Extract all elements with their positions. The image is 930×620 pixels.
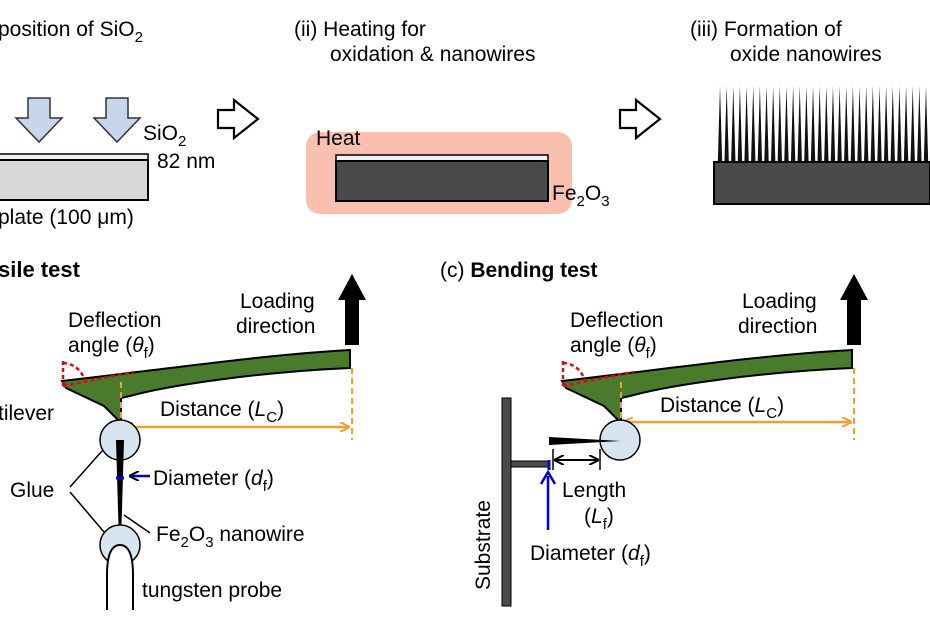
tensile-deflection-line2: angle (θf) bbox=[68, 334, 155, 362]
tensile-nanowire-upper bbox=[116, 440, 124, 510]
nanowire-spike bbox=[890, 86, 895, 162]
tensile-title: sile test bbox=[0, 257, 81, 282]
probe-label: tungsten probe bbox=[142, 579, 282, 602]
nanowire-spike bbox=[844, 86, 849, 162]
length-label-line1: Length bbox=[562, 479, 626, 502]
bending-deflection-angle-arc bbox=[562, 361, 587, 383]
nanowire-spike bbox=[784, 86, 789, 162]
bending-diameter-arrowhead bbox=[539, 469, 557, 485]
tensile-distance-label: Distance (LC) bbox=[160, 398, 284, 426]
nanowire-spike bbox=[777, 86, 783, 162]
nanowire-spike bbox=[757, 86, 763, 162]
step3-title-line1: (iii) Formation of bbox=[690, 18, 842, 41]
heat-label: Heat bbox=[316, 127, 361, 150]
nanowire-spike bbox=[804, 86, 809, 162]
sio2-label: SiO2 bbox=[143, 122, 186, 150]
step2-title-line2: oxidation & nanowires bbox=[330, 43, 535, 66]
nanowire-spike bbox=[910, 86, 915, 162]
nanowire-spike bbox=[830, 86, 836, 162]
bending-diameter-label: Diameter (df) bbox=[530, 542, 651, 570]
loading-arrow-icon bbox=[840, 274, 868, 345]
tensile-loading-line1: Loading bbox=[240, 290, 315, 313]
process-step2: (ii) Heating for oxidation & nanowires H… bbox=[294, 18, 610, 214]
fe2o3-plate bbox=[335, 160, 549, 202]
bending-glue bbox=[599, 419, 641, 461]
deflection-tangent-line bbox=[62, 370, 134, 388]
process-arrow-icon bbox=[216, 97, 260, 141]
process-arrow-icon bbox=[618, 97, 662, 141]
bending-title: (c) Bending test bbox=[440, 259, 598, 282]
process-step1: position of SiO2 SiO2 82 nm plate (100 μ… bbox=[0, 18, 215, 229]
nanowire-spike bbox=[850, 86, 856, 162]
fe-plate bbox=[0, 159, 149, 201]
bending-test-panel: (c) Bending test Loading direction Defle… bbox=[440, 259, 868, 607]
nanowire-spike bbox=[824, 86, 829, 162]
bending-loading-line1: Loading bbox=[742, 290, 817, 313]
nanowire-spike bbox=[817, 86, 822, 162]
nanowire-spike bbox=[857, 86, 862, 162]
nanowire-spike bbox=[751, 86, 756, 162]
nanowire-spike bbox=[770, 86, 776, 162]
nanowire-spike bbox=[863, 86, 869, 162]
tensile-nanowire-label: Fe2O3 nanowire bbox=[156, 523, 305, 551]
tensile-deflection-line1: Deflection bbox=[68, 309, 161, 332]
substrate bbox=[501, 397, 512, 607]
bending-deflection-line2: angle (θf) bbox=[570, 334, 657, 362]
nanowire-spike bbox=[744, 86, 749, 162]
nanowire-spike bbox=[790, 86, 796, 162]
nanowire-spike bbox=[883, 86, 889, 162]
fe2o3-label: Fe2O3 bbox=[552, 182, 610, 210]
tensile-diameter-label: Diameter (df) bbox=[153, 467, 274, 495]
bending-loading-line2: direction bbox=[738, 315, 817, 338]
nanowire-spike bbox=[737, 86, 743, 162]
nanowire-spike bbox=[764, 86, 769, 162]
substrate-label: Substrate bbox=[472, 500, 495, 590]
length-label-line2: (Lf) bbox=[584, 505, 614, 533]
nanowire-spike bbox=[797, 86, 802, 162]
step2-title-line1: (ii) Heating for bbox=[294, 18, 426, 41]
nanowire-spike bbox=[837, 86, 842, 162]
nanowire-spike bbox=[870, 86, 876, 162]
glue-leader-top bbox=[69, 450, 103, 488]
tungsten-probe bbox=[106, 543, 134, 610]
glue-leader-bottom bbox=[69, 491, 105, 533]
bending-distance-label: Distance (LC) bbox=[660, 394, 784, 422]
nanowire-spike bbox=[917, 86, 922, 162]
substrate-ledge bbox=[510, 460, 550, 468]
step1-title: position of SiO2 bbox=[0, 18, 143, 46]
deposition-arrow-icon bbox=[92, 97, 142, 144]
glue-label: Glue bbox=[10, 479, 54, 502]
nanowire-spike bbox=[810, 86, 816, 162]
cantilever-label: tilever bbox=[0, 402, 54, 425]
process-step3: (iii) Formation of oxide nanowires bbox=[690, 18, 930, 205]
deposition-arrow-icon bbox=[14, 97, 64, 144]
tensile-loading-line2: direction bbox=[236, 315, 315, 338]
loading-arrow-icon bbox=[338, 274, 366, 345]
nanowire-spike bbox=[717, 86, 723, 162]
bending-deflection-tangent-line bbox=[562, 370, 634, 388]
nanowire-array bbox=[717, 86, 929, 162]
tensile-test-panel: sile test Loading direction Deflection a… bbox=[0, 257, 366, 610]
nanowire-spike bbox=[731, 86, 736, 162]
nanowire-spike bbox=[877, 86, 882, 162]
plate-label: plate (100 μm) bbox=[0, 206, 134, 229]
oxidized-plate bbox=[713, 161, 930, 205]
bending-deflection-line1: Deflection bbox=[570, 309, 663, 332]
nanowire-spike bbox=[923, 86, 929, 162]
deflection-angle-arc bbox=[62, 361, 87, 383]
nanowire-leader bbox=[123, 514, 151, 534]
cantilever-beam bbox=[60, 348, 351, 426]
nanowire-spike bbox=[724, 86, 729, 162]
nanowire-spike bbox=[903, 86, 909, 162]
bending-cantilever-beam bbox=[560, 348, 853, 426]
step3-title-line2: oxide nanowires bbox=[730, 43, 882, 66]
nanowire-spike bbox=[897, 86, 902, 162]
bending-nanowire bbox=[549, 437, 621, 445]
thickness-label: 82 nm bbox=[157, 150, 215, 173]
